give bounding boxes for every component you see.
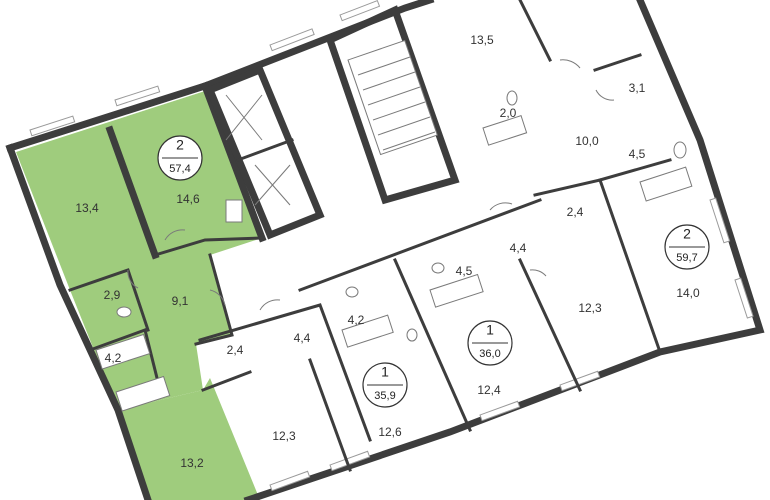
room-area: 12,3 (578, 301, 602, 315)
room-labels: 13,4 14,6 9,1 2,9 4,2 13,2 13,5 2,0 10,0… (75, 33, 700, 470)
interior-walls (68, 0, 672, 472)
room-area: 13,5 (470, 33, 494, 47)
fixtures (95, 90, 693, 412)
room-area: 3,1 (629, 81, 646, 95)
room-area: 12,4 (477, 383, 501, 397)
room-area: 2,9 (104, 288, 121, 302)
apartment-rooms: 1 (486, 322, 494, 338)
room-area: 12,6 (378, 425, 402, 439)
apartment-badge[interactable]: 1 35,9 (362, 362, 408, 408)
apartment-badge[interactable]: 2 59,7 (664, 224, 710, 270)
apartment-area: 35,9 (374, 390, 395, 402)
apartment-area: 57,4 (169, 163, 190, 175)
doors (127, 59, 615, 311)
room-area: 2,4 (227, 343, 244, 357)
apartment-rooms: 1 (381, 364, 389, 380)
apartment-rooms: 2 (176, 137, 184, 153)
room-area: 14,0 (676, 286, 700, 300)
room-area: 4,5 (629, 147, 646, 161)
apartment-badge[interactable]: 2 57,4 (157, 135, 203, 181)
room-area: 4,2 (348, 313, 365, 327)
apartment-rooms: 2 (683, 226, 691, 242)
apartment-area: 36,0 (479, 348, 500, 360)
room-area: 13,2 (180, 456, 204, 470)
room-area: 4,4 (510, 241, 527, 255)
room-area: 2,4 (567, 205, 584, 219)
room-area: 13,4 (75, 201, 99, 215)
apartment-highlight-lower (118, 378, 260, 500)
apartment-highlight-upper (16, 91, 262, 410)
apartment-badge[interactable]: 1 36,0 (467, 320, 513, 366)
room-area: 4,4 (294, 331, 311, 345)
stairs (225, 39, 438, 206)
room-area: 4,5 (456, 264, 473, 278)
apartment-area: 59,7 (676, 252, 697, 264)
windows (29, 0, 754, 492)
room-area: 14,6 (176, 192, 200, 206)
room-area: 9,1 (172, 294, 189, 308)
room-area: 2,0 (500, 106, 517, 120)
room-area: 10,0 (575, 134, 599, 148)
room-area: 12,3 (272, 429, 296, 443)
room-area: 4,2 (105, 351, 122, 365)
highlighted-apartment[interactable] (16, 91, 262, 500)
exterior-walls (5, 0, 765, 500)
